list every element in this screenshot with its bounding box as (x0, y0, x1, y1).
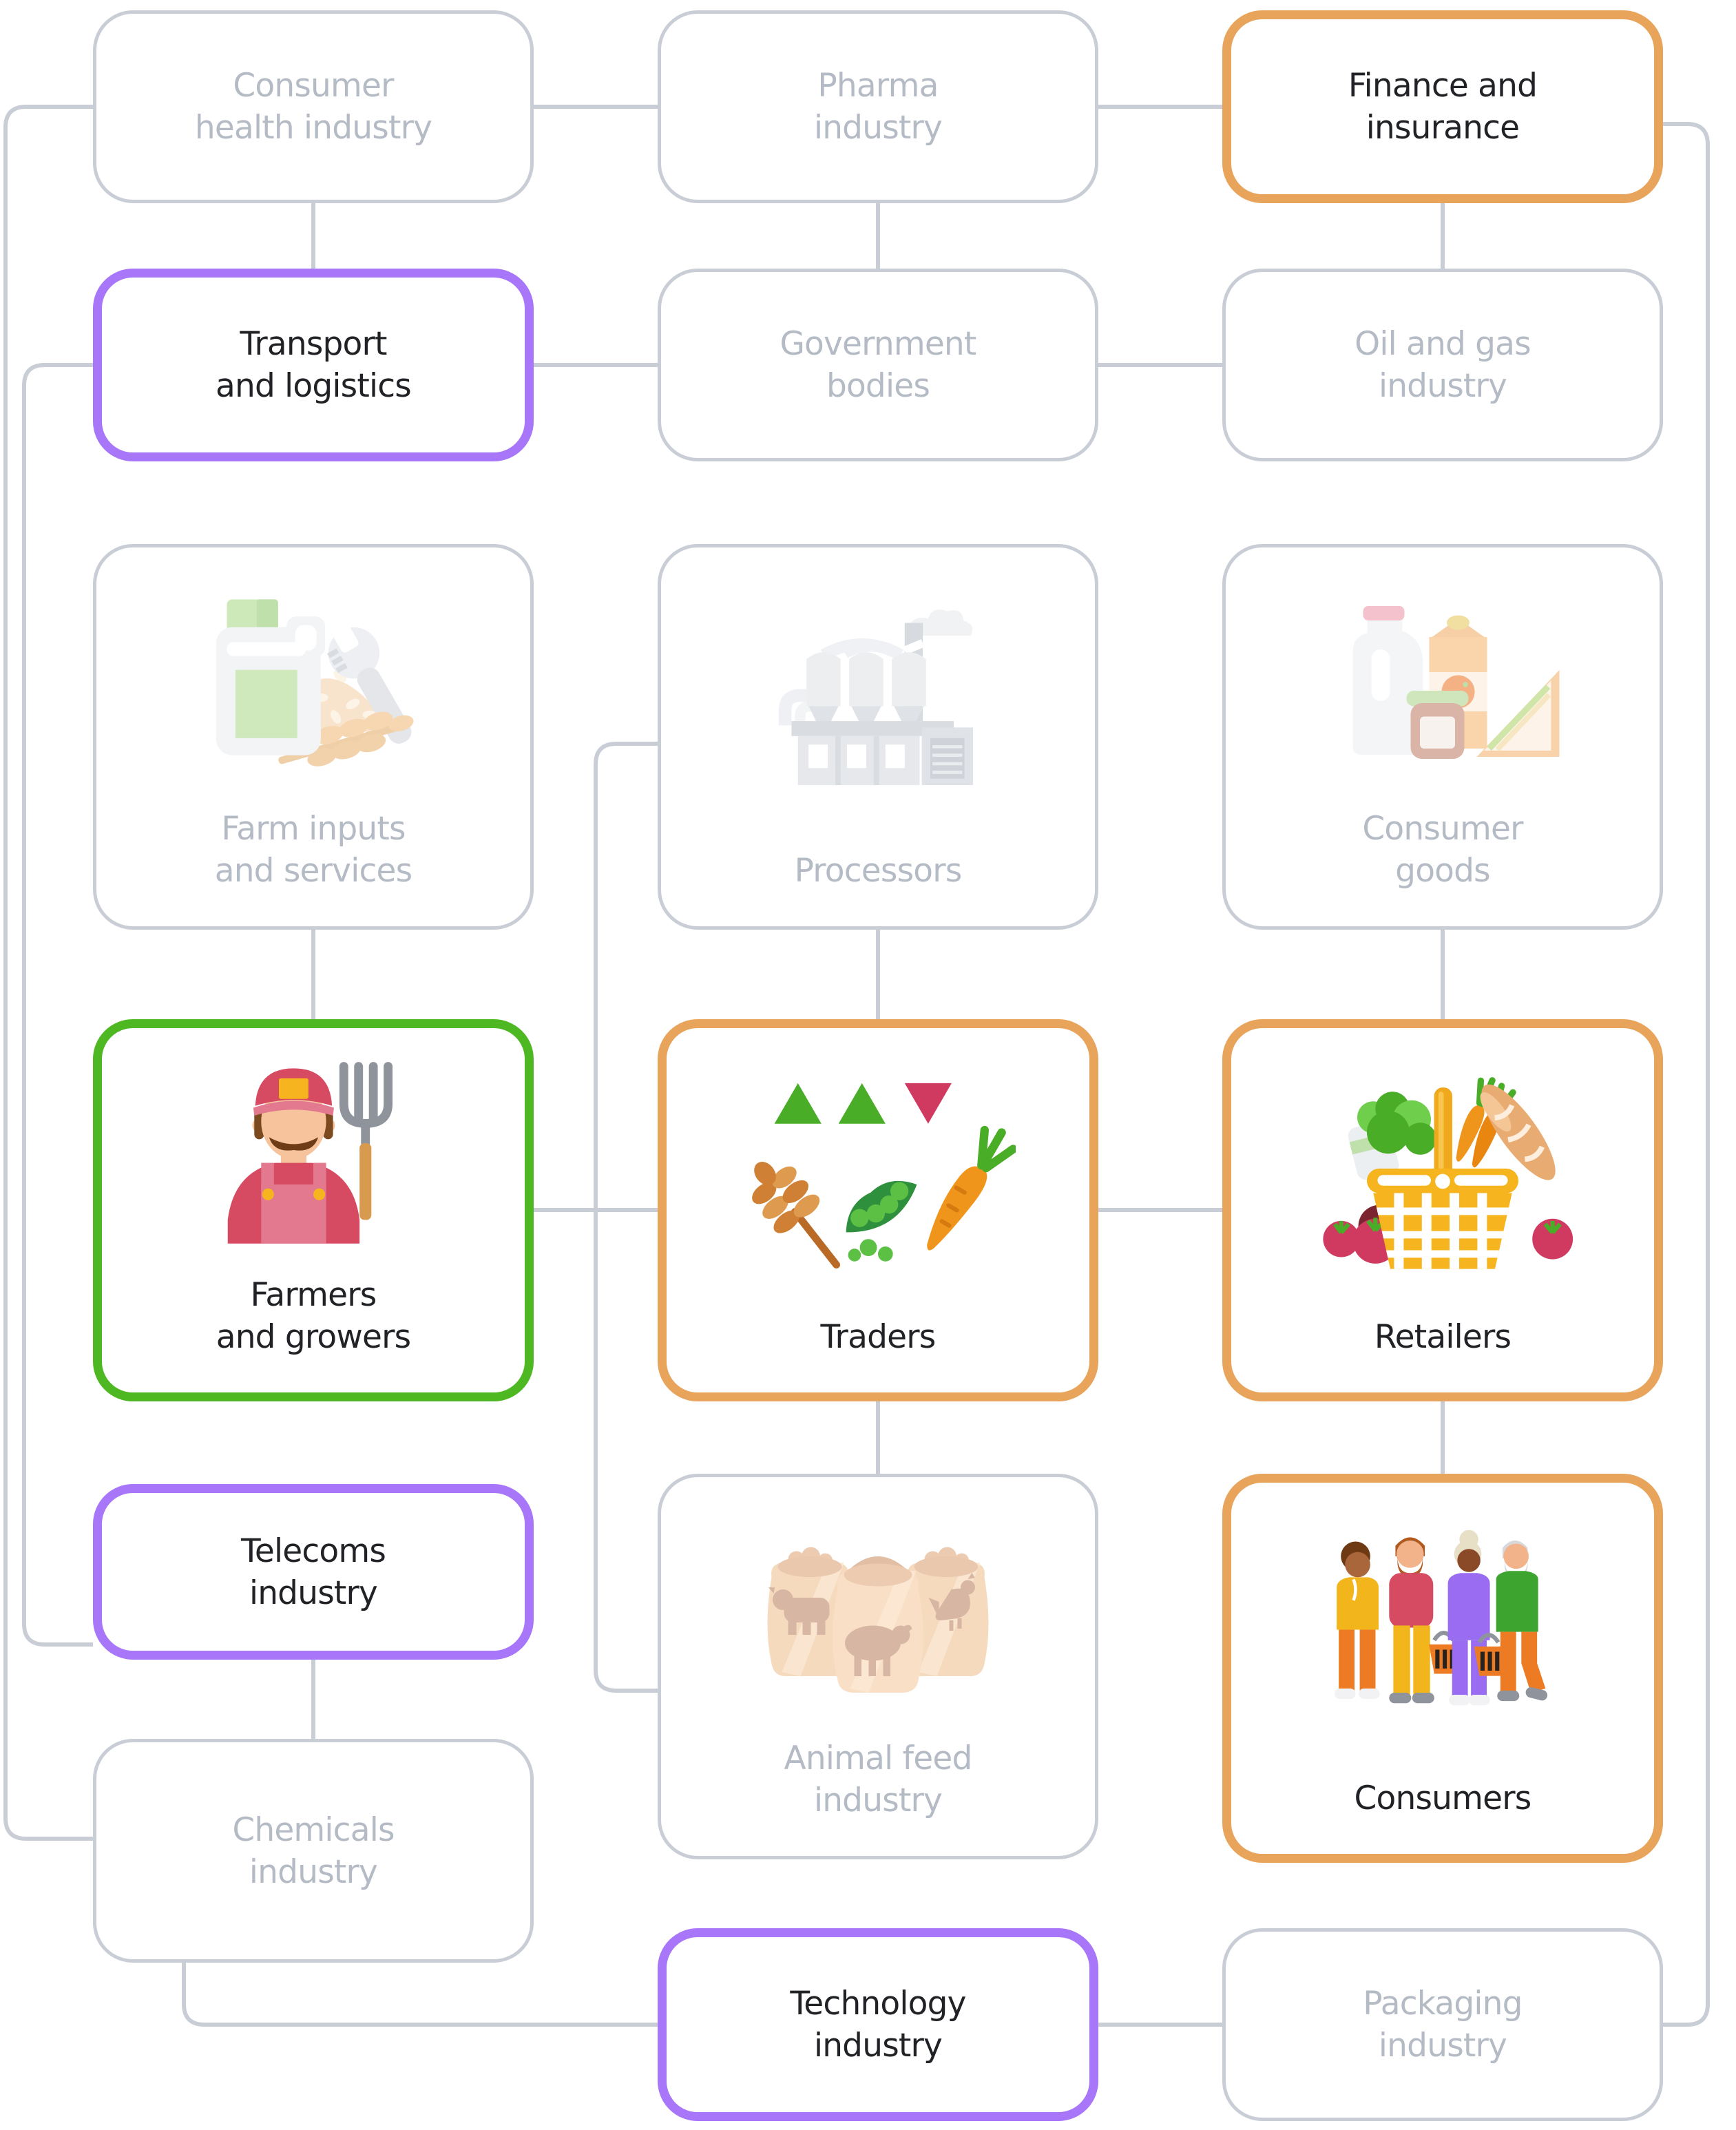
node-label-consumer-health-industry: Consumer health industry (194, 67, 432, 147)
node-farmers-and-growers: Farmers and growers (93, 1019, 534, 1401)
node-consumers: Consumers (1222, 1474, 1663, 1863)
node-transport-and-logistics: Transport and logistics (93, 269, 534, 461)
node-animal-feed-industry: Animal feed industry (658, 1474, 1098, 1859)
animal-feed-icon (661, 1477, 1095, 1735)
node-label-chemicals-industry: Chemicals industry (232, 1810, 395, 1891)
farm-inputs-icon (96, 547, 530, 805)
node-label-government-bodies: Government bodies (780, 325, 976, 405)
node-label-finance-and-insurance: Finance and insurance (1348, 67, 1538, 147)
consumer-goods-icon (1226, 547, 1660, 805)
traders-produce-icon (667, 1028, 1089, 1313)
node-pharma-industry: Pharma industry (658, 10, 1098, 203)
node-farm-inputs-and-services: Farm inputs and services (93, 544, 534, 930)
node-label-packaging-industry: Packaging industry (1363, 1985, 1523, 2065)
node-label-technology-industry: Technology industry (790, 1985, 966, 2065)
node-telecoms-industry: Telecoms industry (93, 1484, 534, 1660)
node-packaging-industry: Packaging industry (1222, 1928, 1663, 2121)
shopping-basket-icon (1231, 1028, 1654, 1313)
connector-processors--animal-feed-industry (594, 742, 658, 1693)
node-label-retailers: Retailers (1374, 1318, 1512, 1356)
connector-transport-and-logistics--telecoms-industry (22, 363, 93, 1647)
node-consumer-health-industry: Consumer health industry (93, 10, 534, 203)
farmer-icon (102, 1028, 525, 1271)
connector-finance-and-insurance--packaging-industry (1663, 122, 1710, 2027)
node-label-traders: Traders (820, 1318, 937, 1356)
node-label-farmers-and-growers: Farmers and growers (216, 1276, 411, 1356)
node-finance-and-insurance: Finance and insurance (1222, 10, 1663, 203)
node-technology-industry: Technology industry (658, 1928, 1098, 2121)
connector-consumer-health-industry--chemicals-industry (3, 105, 93, 1841)
node-oil-and-gas-industry: Oil and gas industry (1222, 269, 1663, 461)
node-label-consumer-goods: Consumer goods (1362, 810, 1523, 890)
node-traders: Traders (658, 1019, 1098, 1401)
node-label-transport-and-logistics: Transport and logistics (216, 325, 412, 405)
processors-factory-icon (661, 547, 1095, 847)
node-label-consumers: Consumers (1354, 1779, 1532, 1817)
node-retailers: Retailers (1222, 1019, 1663, 1401)
node-label-farm-inputs-and-services: Farm inputs and services (214, 810, 412, 890)
node-label-pharma-industry: Pharma industry (813, 67, 943, 147)
node-processors: Processors (658, 544, 1098, 930)
node-government-bodies: Government bodies (658, 269, 1098, 461)
node-label-animal-feed-industry: Animal feed industry (784, 1740, 973, 1819)
consumers-people-icon (1231, 1483, 1654, 1775)
node-chemicals-industry: Chemicals industry (93, 1739, 534, 1963)
node-label-processors: Processors (794, 852, 963, 890)
node-label-oil-and-gas-industry: Oil and gas industry (1355, 325, 1531, 405)
connector-chemicals-industry--technology-industry (182, 1963, 658, 2027)
node-label-telecoms-industry: Telecoms industry (240, 1532, 386, 1612)
node-consumer-goods: Consumer goods (1222, 544, 1663, 930)
